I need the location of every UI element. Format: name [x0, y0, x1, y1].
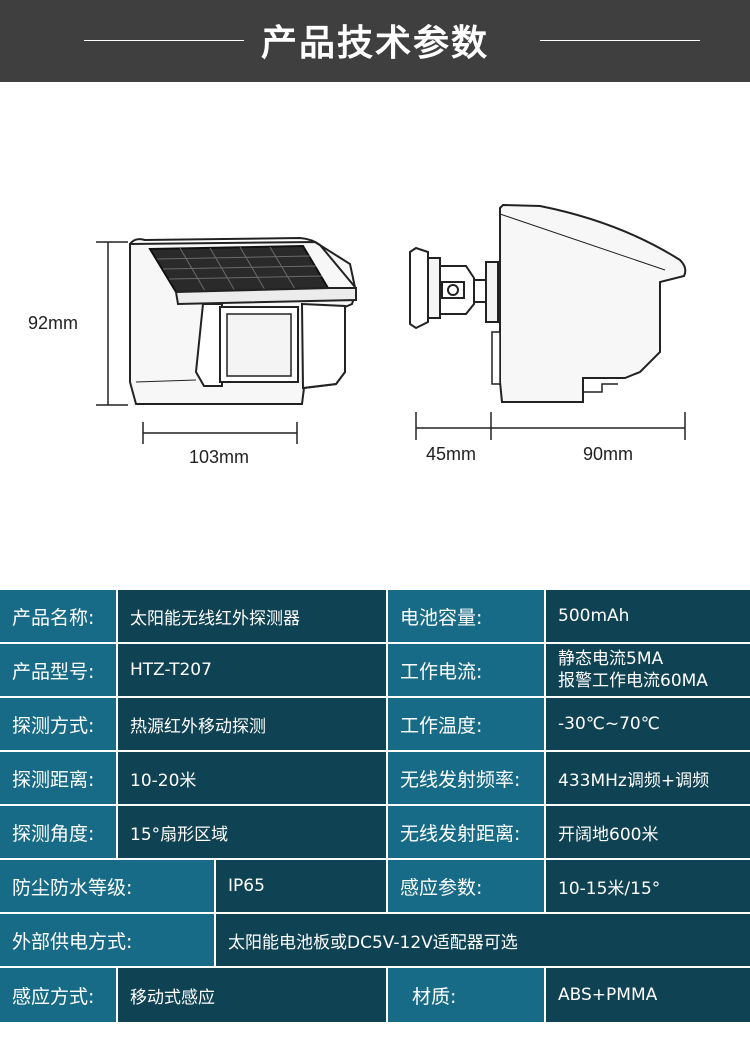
header-right-rule [540, 40, 700, 41]
sense-param-value: 10-15米/15° [546, 860, 750, 912]
distance-label: 探测距离: [0, 752, 116, 804]
current-alarm: 报警工作电流60MA [558, 671, 708, 691]
header-banner: 产品技术参数 [0, 0, 750, 82]
model-value: HTZ-T207 [118, 644, 386, 696]
height-dimension-line [96, 241, 128, 406]
battery-value: 500mAh [546, 590, 750, 642]
temp-value: -30℃~70℃ [546, 698, 750, 750]
ip-label: 防尘防水等级: [0, 860, 214, 912]
side-view-drawing [409, 203, 687, 403]
freq-value: 433MHz调频+调频 [546, 752, 750, 804]
power-label: 外部供电方式: [0, 914, 214, 966]
distance-value: 10-20米 [118, 752, 386, 804]
bracket-depth-label: 45mm [426, 444, 476, 464]
current-static: 静态电流5MA [558, 649, 664, 669]
height-label: 92mm [28, 313, 78, 333]
angle-value: 15°扇形区域 [118, 806, 386, 858]
sense-mode-label: 感应方式: [0, 968, 116, 1022]
dimension-diagram: 92mm 103mm [0, 82, 750, 590]
current-label: 工作电流: [388, 644, 544, 696]
battery-label: 电池容量: [388, 590, 544, 642]
material-value: ABS+PMMA [546, 968, 750, 1022]
detect-mode-label: 探测方式: [0, 698, 116, 750]
detect-mode-value: 热源红外移动探测 [118, 698, 386, 750]
spec-table: 产品名称: 太阳能无线红外探测器 电池容量: 500mAh 产品型号: HTZ-… [0, 590, 750, 1040]
depth-dimension-lines [415, 412, 686, 440]
sense-param-label: 感应参数: [388, 860, 544, 912]
sense-mode-value: 移动式感应 [118, 968, 386, 1022]
tx-distance-label: 无线发射距离: [388, 806, 544, 858]
tx-distance-value: 开阔地600米 [546, 806, 750, 858]
angle-label: 探测角度: [0, 806, 116, 858]
width-dimension-line [142, 422, 298, 444]
power-value: 太阳能电池板或DC5V-12V适配器可选 [216, 914, 750, 966]
page-title: 产品技术参数 [260, 23, 489, 64]
header-left-rule [84, 40, 244, 41]
front-view-drawing [129, 236, 358, 405]
ip-value: IP65 [216, 860, 386, 912]
width-label: 103mm [189, 447, 249, 467]
product-name-value: 太阳能无线红外探测器 [118, 590, 386, 642]
freq-label: 无线发射频率: [388, 752, 544, 804]
model-label: 产品型号: [0, 644, 116, 696]
product-drawing: 92mm 103mm [28, 203, 687, 467]
product-name-label: 产品名称: [0, 590, 116, 642]
temp-label: 工作温度: [388, 698, 544, 750]
body-depth-label: 90mm [583, 444, 633, 464]
current-value: 静态电流5MA 报警工作电流60MA [546, 644, 750, 696]
material-label: 材质: [388, 968, 544, 1022]
